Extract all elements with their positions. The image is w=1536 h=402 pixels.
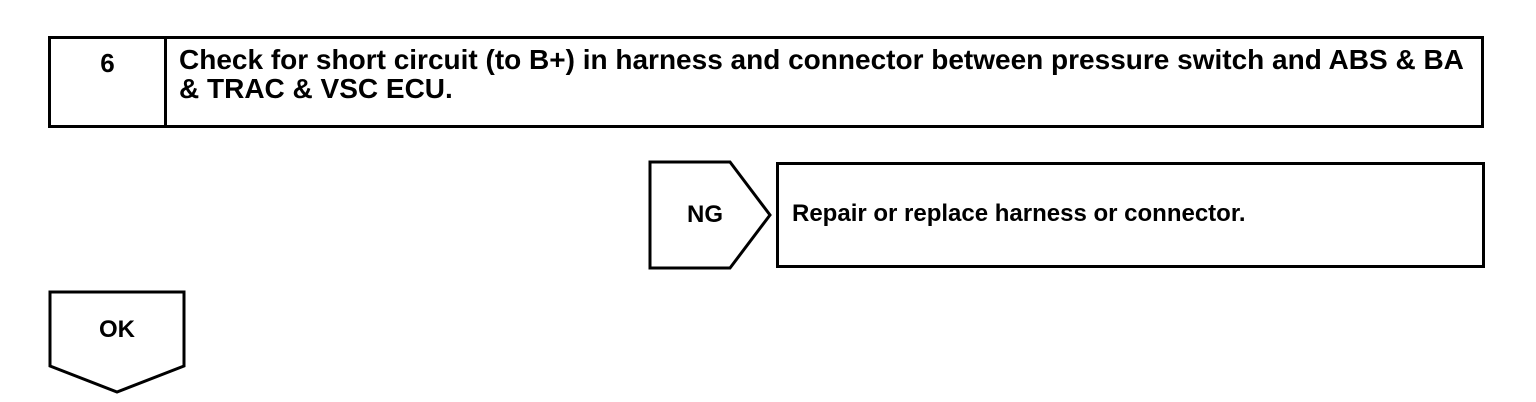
ng-arrow-shape xyxy=(648,160,772,270)
step-title: Check for short circuit (to B+) in harne… xyxy=(179,44,1463,104)
ng-action-text: Repair or replace harness or connector. xyxy=(792,200,1246,227)
step-divider xyxy=(164,39,167,125)
ok-label: OK xyxy=(99,316,135,343)
step-number: 6 xyxy=(100,48,115,78)
ok-arrow-shape xyxy=(48,290,186,394)
step-box: 6 Check for short circuit (to B+) in har… xyxy=(48,36,1484,128)
ng-action-box: Repair or replace harness or connector. xyxy=(776,162,1485,268)
ng-label: NG xyxy=(687,201,723,228)
